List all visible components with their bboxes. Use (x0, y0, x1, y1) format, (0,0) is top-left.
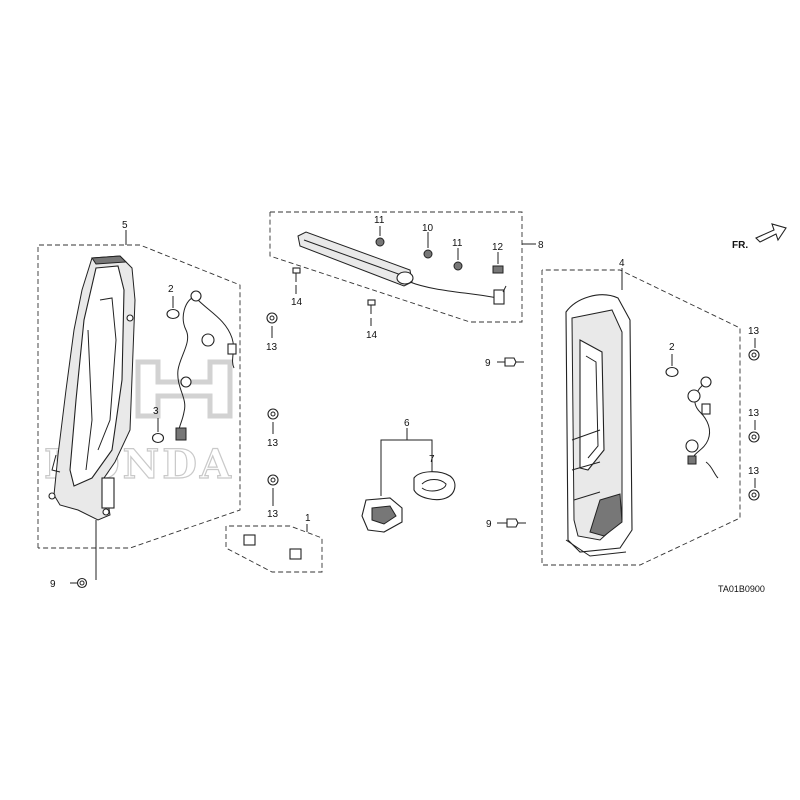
clip-13-center-c[interactable] (267, 474, 279, 506)
label-4: 4 (619, 258, 625, 269)
label-11-b: 11 (452, 238, 463, 249)
license-light-6[interactable] (361, 450, 403, 533)
label-2-right: 2 (669, 342, 675, 353)
grommet-12[interactable] (492, 252, 504, 274)
clip-13-center-a[interactable] (266, 312, 278, 338)
label-12: 12 (492, 242, 504, 253)
label-2-left: 2 (168, 284, 174, 295)
right-bulb-socket-harness[interactable] (685, 376, 719, 479)
label-13-right-c: 13 (748, 466, 760, 477)
pad-1[interactable] (243, 534, 302, 560)
clip-13-center-b[interactable] (267, 408, 279, 434)
label-13-center-c: 13 (267, 509, 279, 520)
screw-14-b[interactable] (367, 299, 376, 326)
group-box-1 (225, 524, 323, 573)
group-box-8 (269, 211, 536, 323)
clip-10[interactable] (423, 232, 433, 259)
label-13-right-b: 13 (748, 408, 760, 419)
label-5: 5 (122, 220, 128, 231)
left-side-light-lens[interactable] (48, 255, 136, 521)
screw-11-b[interactable] (453, 248, 463, 271)
label-13-center-b: 13 (267, 438, 279, 449)
front-direction-indicator: FR. (732, 223, 787, 251)
left-bulb-socket-harness[interactable] (175, 290, 237, 441)
label-1: 1 (305, 513, 311, 524)
screw-14-a[interactable] (292, 267, 301, 294)
label-9-left: 9 (50, 579, 56, 590)
clip-13-right-c[interactable] (748, 478, 760, 501)
right-taillight-lens[interactable] (565, 294, 633, 557)
part-labels: 1 2 2 3 4 5 6 7 8 9 9 9 10 11 11 12 13 1… (50, 215, 760, 590)
screw-11-a[interactable] (375, 226, 385, 247)
gasket-7[interactable] (413, 450, 456, 501)
label-9-center-a: 9 (485, 358, 491, 369)
label-14-b: 14 (366, 330, 378, 341)
bulb-3[interactable] (151, 418, 165, 444)
bracket-6-7 (380, 428, 433, 450)
label-14-a: 14 (291, 297, 303, 308)
diagram-code: TA01B0900 (718, 584, 765, 594)
label-11-a: 11 (374, 215, 385, 226)
label-3: 3 (153, 406, 159, 417)
clip-9-left[interactable] (70, 520, 97, 589)
label-10: 10 (422, 223, 434, 234)
label-8: 8 (538, 240, 544, 251)
group-box-5 (37, 230, 241, 549)
label-7: 7 (429, 454, 435, 465)
label-6: 6 (404, 418, 410, 429)
label-13-center-a: 13 (266, 342, 278, 353)
bulb-2-left[interactable] (166, 296, 180, 320)
high-mount-stop-light[interactable] (297, 231, 507, 305)
clip-9-center-a[interactable] (497, 357, 524, 367)
label-13-right-a: 13 (748, 326, 760, 337)
group-box-4 (541, 268, 741, 566)
clip-9-center-b[interactable] (497, 518, 526, 528)
clip-13-right-a[interactable] (748, 338, 760, 361)
label-9-center-b: 9 (486, 519, 492, 530)
clip-13-right-b[interactable] (748, 420, 760, 443)
front-indicator-text: FR. (732, 240, 748, 251)
bulb-2-right[interactable] (665, 354, 679, 378)
